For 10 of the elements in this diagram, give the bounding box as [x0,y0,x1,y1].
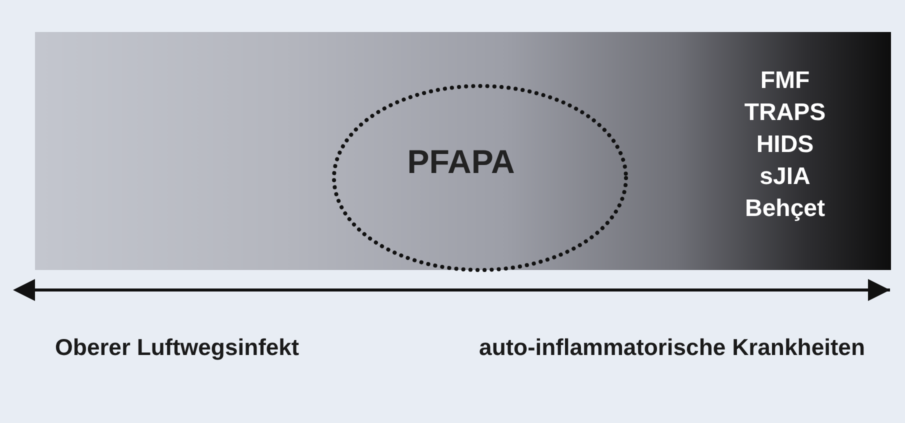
disease-label: Behçet [744,194,826,224]
ellipse-label: PFAPA [406,143,516,181]
disease-label: sJIA [760,162,810,192]
gradient-band [35,32,891,270]
disease-label: HIDS [756,130,814,160]
axis-end-label: Oberer Luftwegsinfekt [55,333,300,362]
axis-end-label: auto-inflammatorische Krankheiten [478,333,865,362]
disease-label: TRAPS [744,98,826,128]
dotted-ellipse [331,83,629,273]
disease-label: FMF [760,66,810,96]
